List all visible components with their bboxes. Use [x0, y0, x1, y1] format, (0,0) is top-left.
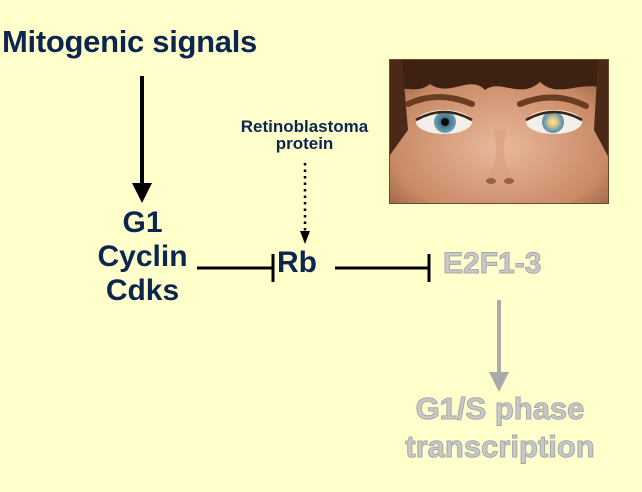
g1s-phase-label: G1/S phase	[415, 391, 585, 427]
arrow-mitogenic-to-g1	[132, 76, 152, 203]
protein-word: protein	[275, 134, 334, 153]
child-eye-photo-icon	[389, 59, 609, 204]
retinoblastoma-protein-label: Retinoblastoma protein	[212, 118, 397, 152]
cyclin-label: Cyclin	[97, 240, 188, 273]
inhibition-rb-to-e2f	[335, 254, 431, 282]
arrow-e2f-to-g1s	[489, 300, 509, 392]
arrow-rbprotein-to-rb	[300, 163, 310, 244]
rb-node: Rb	[277, 246, 317, 279]
cdks-label: Cdks	[105, 274, 180, 307]
transcription-label: transcription	[405, 429, 595, 465]
retinoblastoma-word: Retinoblastoma	[240, 117, 369, 136]
child-face-illustration	[390, 60, 608, 203]
e2f-node: E2F1-3	[442, 247, 542, 281]
g1s-transcription-node: G1/S phase transcription	[380, 390, 620, 466]
g1-label: G1	[122, 206, 163, 239]
g1-cyclin-cdks-node: G1 Cyclin Cdks	[70, 206, 215, 308]
pathway-title: Mitogenic signals	[2, 24, 257, 59]
inhibition-cdks-to-rb	[197, 254, 275, 282]
